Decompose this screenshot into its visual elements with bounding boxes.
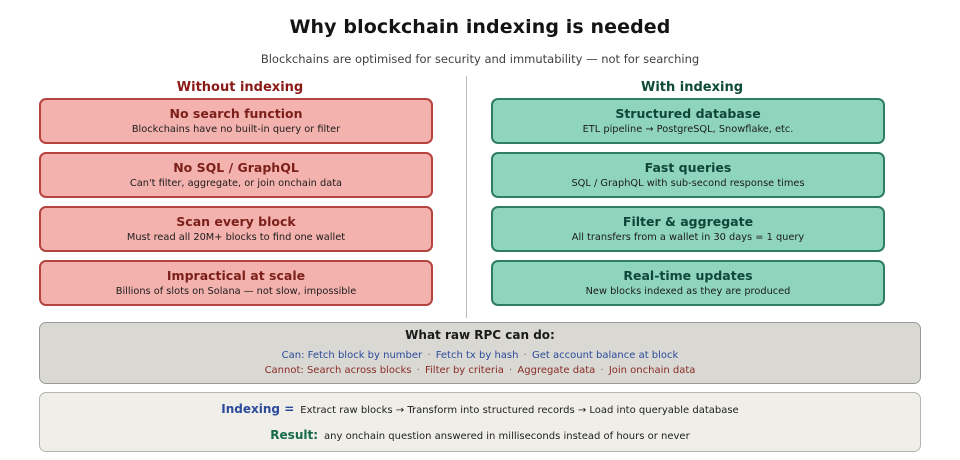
card-subtitle: Can't filter, aggregate, or join onchain…: [129, 177, 343, 189]
card-with-indexing-1: Fast queries SQL / GraphQL with sub-seco…: [491, 152, 885, 198]
card-title: Real-time updates: [623, 268, 753, 284]
result-row: Result: any onchain question answered in…: [270, 427, 689, 444]
line-item: Filter by criteria: [425, 365, 504, 376]
card-subtitle: ETL pipeline → PostgreSQL, Snowflake, et…: [582, 123, 794, 135]
card-title: No search function: [169, 106, 303, 122]
indexing-formula-panel: Indexing = Extract raw blocks → Transfor…: [39, 392, 921, 452]
line-label: Can:: [281, 350, 308, 361]
line-item: Join onchain data: [608, 365, 696, 376]
indexing-formula-row: Indexing = Extract raw blocks → Transfor…: [221, 401, 738, 418]
raw-rpc-title: What raw RPC can do:: [405, 328, 555, 342]
page-subtitle: Blockchains are optimised for security a…: [260, 52, 700, 66]
card-without-indexing-1: No SQL / GraphQL Can't filter, aggregate…: [39, 152, 433, 198]
item-separator: ·: [413, 365, 423, 376]
result-text: any onchain question answered in millise…: [324, 430, 690, 442]
item-separator: ·: [597, 365, 607, 376]
card-without-indexing-2: Scan every block Must read all 20M+ bloc…: [39, 206, 433, 252]
raw-rpc-panel: What raw RPC can do: Can: Fetch block by…: [39, 322, 921, 384]
line-item: Fetch block by number: [307, 350, 423, 361]
page-title: Why blockchain indexing is needed: [289, 16, 671, 38]
line-item: Get account balance at block: [532, 350, 679, 361]
card-subtitle: Blockchains have no built-in query or fi…: [131, 123, 341, 135]
card-subtitle: Must read all 20M+ blocks to find one wa…: [126, 231, 346, 243]
line-item: Aggregate data: [517, 365, 596, 376]
card-title: Scan every block: [176, 214, 296, 230]
card-subtitle: All transfers from a wallet in 30 days =…: [571, 231, 805, 243]
line-item: Fetch tx by hash: [435, 350, 519, 361]
card-without-indexing-3: Impractical at scale Billions of slots o…: [39, 260, 433, 306]
card-title: Filter & aggregate: [622, 214, 754, 230]
raw-rpc-cannot-line: Cannot: Search across blocks · Filter by…: [265, 363, 696, 378]
card-with-indexing-0: Structured database ETL pipeline → Postg…: [491, 98, 885, 144]
column-heading-with-indexing: With indexing: [640, 80, 744, 95]
card-title: Fast queries: [644, 160, 732, 176]
item-separator: ·: [520, 350, 531, 361]
item-separator: ·: [505, 365, 516, 376]
card-subtitle: SQL / GraphQL with sub-second response t…: [571, 177, 805, 189]
card-without-indexing-0: No search function Blockchains have no b…: [39, 98, 433, 144]
line-item: Search across blocks: [306, 365, 412, 376]
indexing-label: Indexing =: [221, 401, 295, 416]
card-subtitle: New blocks indexed as they are produced: [585, 285, 791, 297]
indexing-text: Extract raw blocks → Transform into stru…: [300, 404, 739, 416]
raw-rpc-can-line: Can: Fetch block by number · Fetch tx by…: [282, 348, 679, 363]
card-with-indexing-3: Real-time updates New blocks indexed as …: [491, 260, 885, 306]
card-title: No SQL / GraphQL: [173, 160, 299, 176]
column-divider: [466, 76, 467, 318]
card-subtitle: Billions of slots on Solana — not slow, …: [115, 285, 357, 297]
line-label: Cannot:: [264, 365, 307, 376]
item-separator: ·: [424, 350, 434, 361]
column-heading-without-indexing: Without indexing: [176, 80, 304, 95]
result-label: Result:: [270, 427, 319, 442]
card-title: Structured database: [615, 106, 761, 122]
card-title: Impractical at scale: [166, 268, 306, 284]
card-with-indexing-2: Filter & aggregate All transfers from a …: [491, 206, 885, 252]
